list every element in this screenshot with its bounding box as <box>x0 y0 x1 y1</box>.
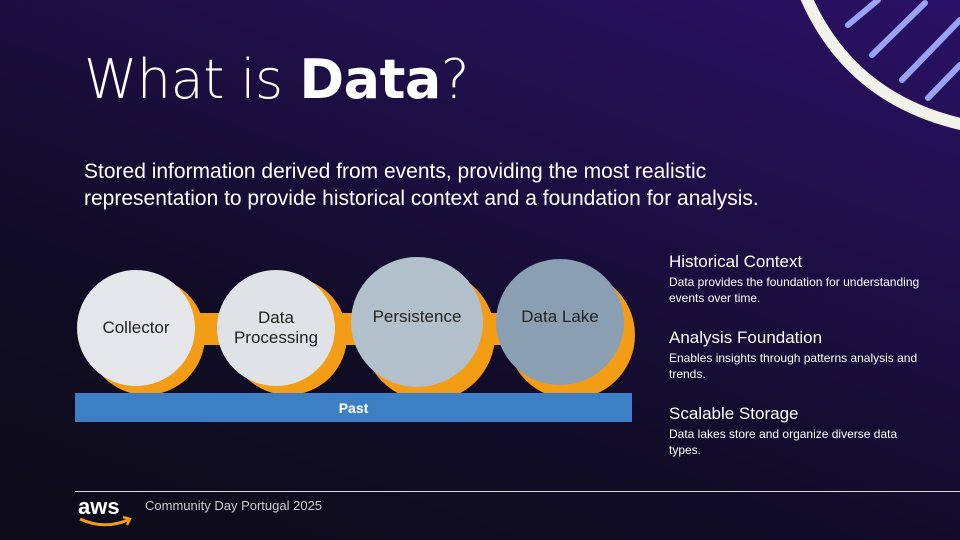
svg-text:aws: aws <box>78 494 120 519</box>
feature-text: Data lakes store and organize diverse da… <box>669 427 898 457</box>
feature-scalable-storage: Scalable Storage Data lakes store and or… <box>669 404 929 458</box>
page-title: What is Data? <box>84 48 470 111</box>
footer-text: Community Day Portugal 2025 <box>145 498 323 513</box>
feature-text: Data provides the foundation for underst… <box>669 275 920 305</box>
timeline-bar-past: Past <box>75 393 632 422</box>
feature-analysis-foundation: Analysis Foundation Enables insights thr… <box>669 328 929 382</box>
feature-title: Historical Context <box>669 252 803 271</box>
dna-helix-decoration <box>800 0 960 130</box>
feature-title: Analysis Foundation <box>669 328 823 347</box>
footer-divider <box>75 491 960 492</box>
stage-data-lake: Data Lake <box>496 259 624 385</box>
aws-logo: aws <box>78 494 132 527</box>
subtitle: Stored information derived from events, … <box>84 160 759 210</box>
stage-collector: Collector <box>77 270 195 386</box>
feature-historical-context: Historical Context Data provides the fou… <box>669 252 929 306</box>
stage-persistence: Persistence <box>351 257 483 387</box>
stage-data-processing: Data Processing <box>217 270 335 386</box>
feature-title: Scalable Storage <box>669 404 799 423</box>
data-pipeline-diagram: Collector Data Processing Persistence Da… <box>60 257 660 435</box>
feature-text: Enables insights through patterns analys… <box>669 351 918 381</box>
